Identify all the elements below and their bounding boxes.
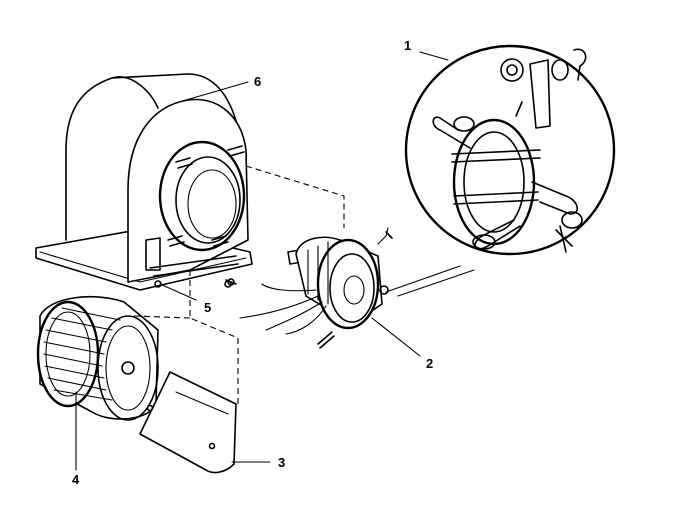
callout-label-5: 5 (204, 300, 211, 315)
callout-label-1: 1 (404, 38, 411, 53)
callout-label-4: 4 (72, 472, 80, 487)
blower-wheel (36, 296, 159, 421)
callout-leaders (75, 51, 475, 471)
motor-mount-detail-circle (404, 44, 616, 256)
callout-label-3: 3 (278, 455, 285, 470)
mounting-fastener (225, 278, 237, 286)
callout-label-2: 2 (426, 356, 433, 371)
blower-housing (35, 73, 253, 291)
blower-motor (239, 227, 393, 349)
assembly-guide-lines (133, 165, 345, 404)
motor-shield-plate (139, 371, 237, 474)
callout-label-6: 6 (254, 74, 261, 89)
